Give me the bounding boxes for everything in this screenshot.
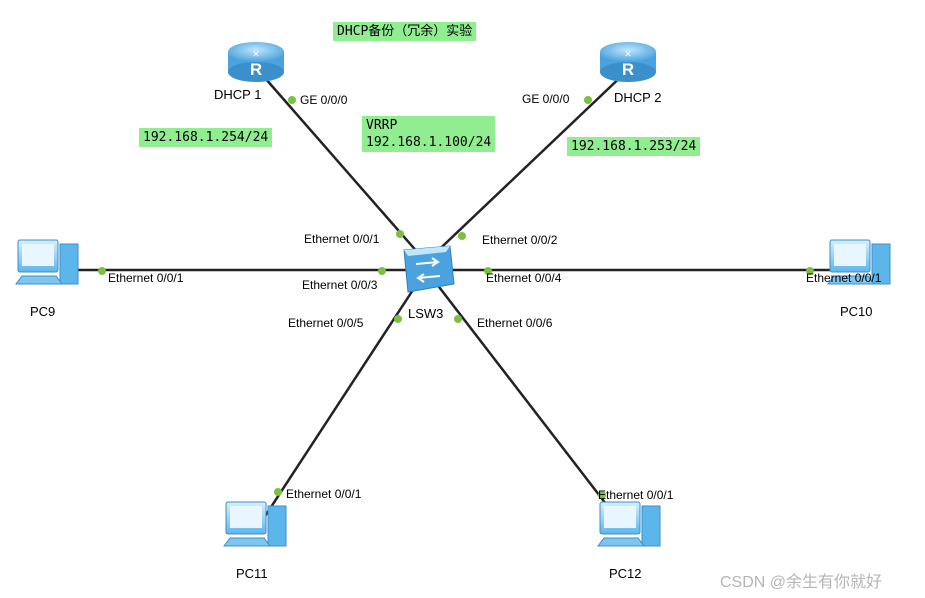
vrrp-label: VRRP [366,118,398,133]
port-dot [396,230,404,238]
svg-text:R: R [250,60,262,79]
watermark: CSDN @余生有你就好 [720,574,883,591]
device-label-pc9: PC9 [30,304,56,319]
port-dot [806,267,814,275]
port-label: Ethernet 0/0/1 [286,487,362,501]
link-pc12-switch [425,269,627,531]
port-label: Ethernet 0/0/5 [288,316,364,330]
dhcp2-ip-label: 192.168.1.253/24 [567,137,701,156]
pc-icon[interactable] [827,239,891,285]
svg-text:✕: ✕ [252,50,260,60]
device-label-dhcp2: DHCP 2 [614,90,662,105]
pc-icon[interactable] [597,501,661,547]
switch-icon[interactable] [403,245,455,293]
link-dhcp1-switch [257,69,427,263]
links [62,69,858,531]
pc-icon[interactable] [15,239,79,285]
svg-text:✕: ✕ [624,50,632,60]
svg-text:R: R [622,60,634,79]
pc-icon[interactable] [223,501,287,547]
device-label-pc10: PC10 [840,304,873,319]
port-dot [458,232,466,240]
port-dot [584,96,592,104]
port-dot [98,267,106,275]
dhcp1-ip-label: 192.168.1.254/24 [139,128,273,147]
port-dot [378,267,386,275]
link-dhcp2-switch [425,69,629,263]
port-label: Ethernet 0/0/6 [477,316,553,330]
vrrp-ip: 192.168.1.100/24 [366,135,492,150]
port-label: Ethernet 0/0/1 [806,271,882,285]
device-label-pc12: PC12 [609,566,642,581]
router-icon[interactable]: ✕ R [600,42,656,82]
port-label: Ethernet 0/0/3 [302,278,378,292]
port-label: Ethernet 0/0/1 [598,488,674,502]
device-label-dhcp1: DHCP 1 [214,87,262,102]
port-label: GE 0/0/0 [300,93,348,107]
vrrp-box: VRRP 192.168.1.100/24 [362,116,496,152]
port-dots [98,96,814,499]
port-dot [394,315,402,323]
port-dot [598,491,606,499]
device-label-pc11: PC11 [236,566,268,581]
port-label: Ethernet 0/0/2 [482,233,558,247]
port-dot [484,267,492,275]
link-pc11-switch [254,269,428,531]
port-label: Ethernet 0/0/1 [108,271,184,285]
port-label: GE 0/0/0 [522,92,570,106]
diagram-title: DHCP备份（冗余）实验 [333,22,477,41]
port-dot [288,96,296,104]
port-dot [274,488,282,496]
port-label: Ethernet 0/0/4 [486,271,562,285]
port-dot [454,315,462,323]
router-icon[interactable]: ✕ R [228,42,284,82]
port-label: Ethernet 0/0/1 [304,232,380,246]
device-label-switch: LSW3 [408,306,444,321]
